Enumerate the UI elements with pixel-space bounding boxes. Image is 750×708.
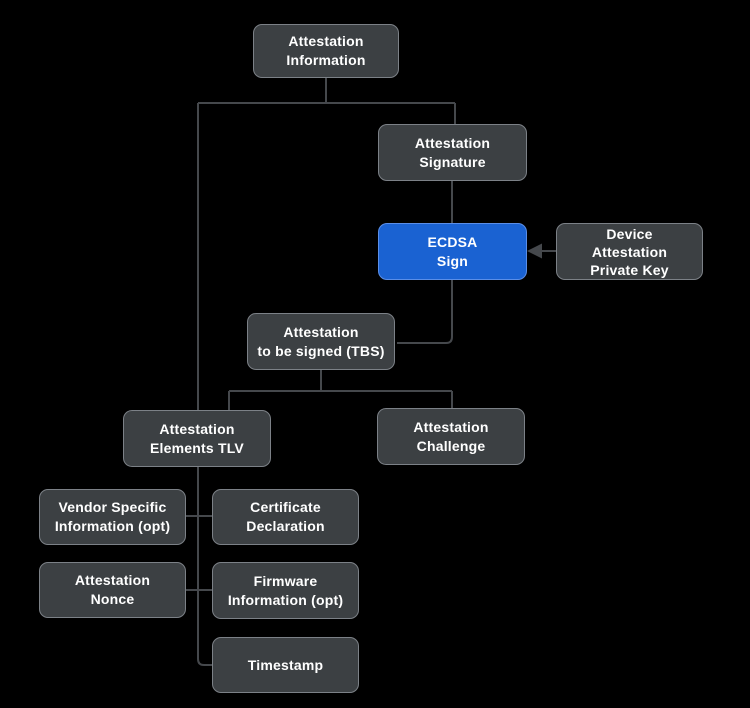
node-attestation-information: Attestation Information (253, 24, 399, 78)
node-vendor-specific-information: Vendor Specific Information (opt) (39, 489, 186, 545)
node-attestation-elements-tlv: Attestation Elements TLV (123, 410, 271, 467)
node-certificate-declaration: Certificate Declaration (212, 489, 359, 545)
node-firmware-information: Firmware Information (opt) (212, 562, 359, 619)
arrowhead-left-icon (527, 243, 542, 259)
node-timestamp: Timestamp (212, 637, 359, 693)
node-attestation-signature: Attestation Signature (378, 124, 527, 181)
node-attestation-nonce: Attestation Nonce (39, 562, 186, 618)
node-attestation-challenge: Attestation Challenge (377, 408, 525, 465)
edge-group (186, 78, 556, 666)
node-attestation-to-be-signed: Attestation to be signed (TBS) (247, 313, 395, 370)
edge-left-rail (197, 103, 212, 666)
node-device-attestation-private-key: Device Attestation Private Key (556, 223, 703, 280)
edge-ecdsa-tbs (397, 280, 453, 344)
node-ecdsa-sign: ECDSA Sign (378, 223, 527, 280)
